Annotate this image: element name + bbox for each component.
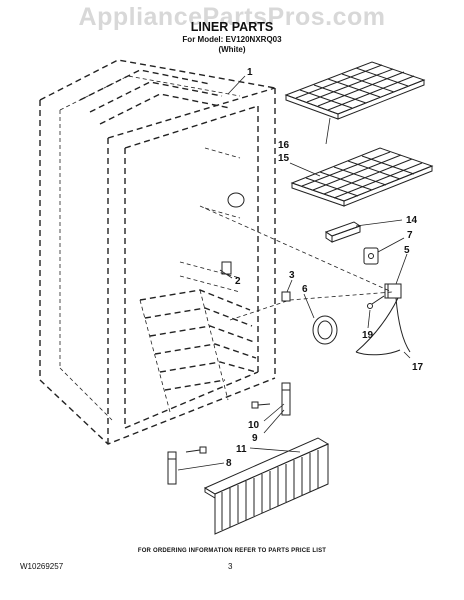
callout-17: 17 (412, 362, 424, 373)
color-line: (White) (218, 45, 246, 54)
liner-round-plate (227, 192, 245, 208)
wire-shelf-15 (290, 147, 434, 207)
callout-15: 15 (278, 153, 290, 164)
page-title: LINER PARTS (190, 20, 274, 34)
callout-1: 1 (247, 67, 253, 78)
callout-8: 8 (226, 458, 232, 469)
page-number: 3 (228, 562, 233, 571)
callout-10: 10 (248, 420, 260, 431)
callout-3: 3 (289, 270, 295, 281)
callout-2: 2 (235, 276, 241, 287)
grille-11 (203, 437, 330, 535)
callout-leaders (177, 75, 411, 471)
wire-shelf-16 (284, 61, 426, 120)
pad-3 (281, 291, 291, 302)
screw-19 (367, 295, 385, 309)
ring-6 (312, 315, 338, 345)
model-line: For Model: EV120NXRQ03 (182, 35, 282, 44)
screw-10 (251, 401, 271, 409)
callout-14: 14 (406, 215, 418, 226)
callout-9: 9 (252, 433, 258, 444)
thermostat-5 (355, 283, 411, 356)
shelf-support-14 (324, 221, 362, 243)
callout-16: 16 (278, 140, 290, 151)
ordering-note: FOR ORDERING INFORMATION REFER TO PARTS … (137, 548, 327, 554)
callout-5: 5 (404, 245, 410, 256)
site-watermark: AppliancePartsPros.com (78, 3, 386, 31)
document-id: W10269257 (20, 562, 64, 571)
callout-11: 11 (236, 444, 247, 455)
callout-19: 19 (362, 330, 374, 341)
callout-7: 7 (407, 230, 413, 241)
liner-outline (39, 59, 393, 445)
callout-6: 6 (302, 284, 308, 295)
clip-7 (363, 247, 379, 265)
bracket-9-right (281, 382, 291, 416)
bracket-8-left (167, 446, 207, 485)
